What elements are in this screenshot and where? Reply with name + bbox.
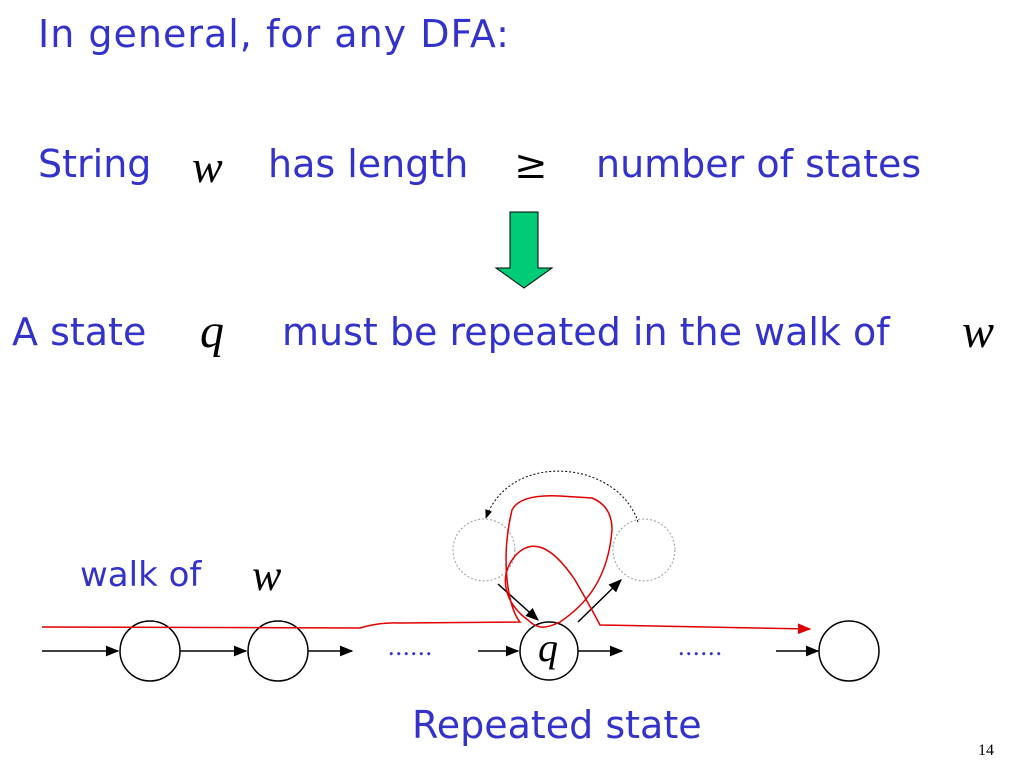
line1-suffix: number of states	[596, 142, 922, 186]
line1-middle: has length	[268, 142, 469, 186]
loop-state-left	[452, 518, 516, 582]
walk-var-w: w	[252, 551, 282, 600]
ellipsis-left: ......	[388, 632, 433, 661]
walk-path	[41, 495, 812, 635]
state-final	[818, 620, 880, 682]
implies-down-arrow	[494, 211, 554, 289]
line1-geq-symbol: ≥	[514, 142, 548, 188]
page-number: 14	[978, 742, 994, 759]
line2-prefix: A state	[12, 310, 147, 354]
line1-var-w: w	[192, 141, 223, 192]
edge-q-to-loop	[577, 579, 622, 623]
ellipsis-right: ......	[678, 632, 723, 661]
state-1	[119, 620, 181, 682]
state-2	[247, 620, 309, 682]
edge-loop-to-q	[497, 583, 540, 621]
line2-var-q: q	[200, 305, 224, 358]
walk-label: walk of	[80, 555, 202, 595]
loop-state-right	[612, 518, 676, 582]
line2-var-w: w	[962, 305, 995, 358]
repeated-state-label: Repeated state	[412, 703, 702, 747]
slide-heading: In general, for any DFA:	[38, 12, 510, 56]
line1-prefix: String	[38, 142, 152, 186]
state-q-label: q	[538, 625, 558, 670]
line2-middle: must be repeated in the walk of	[282, 310, 890, 354]
